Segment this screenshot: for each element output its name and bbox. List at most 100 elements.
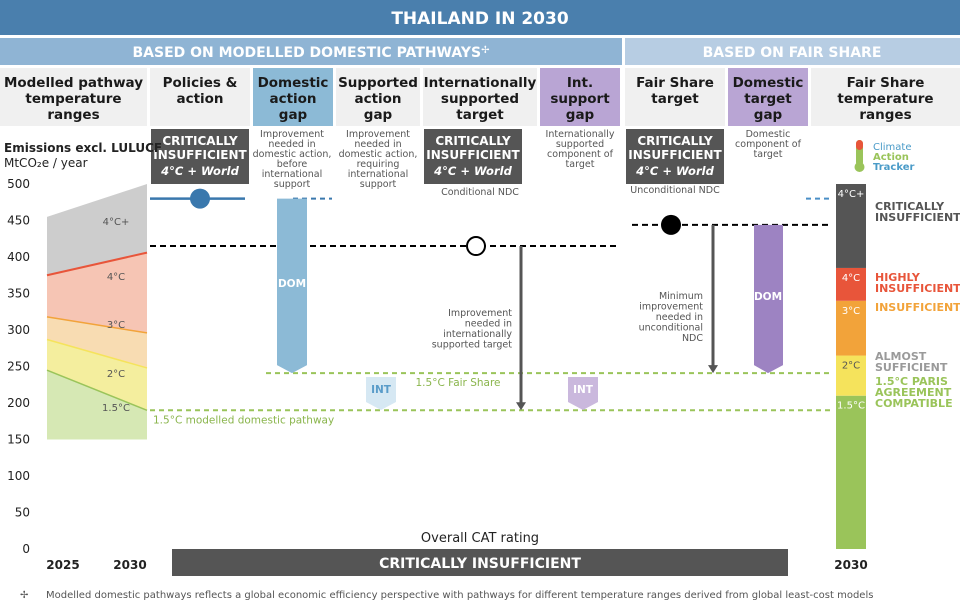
note-min-improvement: Minimum xyxy=(659,291,703,302)
x-tick-2030-fs: 2030 xyxy=(834,558,867,572)
column-header-label: target xyxy=(744,91,792,107)
y-tick-label: 150 xyxy=(7,433,30,447)
climate-action-tracker-logo: Climate Action Tracker xyxy=(854,140,914,173)
column-header-label: Fair Share xyxy=(847,75,925,91)
column-header-int-target xyxy=(423,68,537,126)
rating-box-line1: CRITICALLY xyxy=(162,134,238,148)
y-tick-label: 0 xyxy=(22,542,30,556)
logo-line3: Tracker xyxy=(873,162,914,173)
y-tick-label: 250 xyxy=(7,360,30,374)
y-tick-label: 50 xyxy=(15,506,30,520)
conditional-ndc-marker xyxy=(466,236,486,257)
rating-box-policies xyxy=(151,129,249,184)
legend-label: INSUFFICIENT xyxy=(875,301,960,314)
y-tick-label: 500 xyxy=(7,177,30,191)
note-dom-gap: support xyxy=(274,179,311,190)
note-dom-target-gap: target xyxy=(754,149,783,160)
min-improvement-arrow-head xyxy=(708,365,718,374)
legend-label: AGREEMENT xyxy=(875,386,952,399)
note-dom-gap: before xyxy=(277,159,308,170)
legend-label: HIGHLY xyxy=(875,271,921,284)
y-tick-label: 200 xyxy=(7,396,30,410)
fair-share-band-label: 4°C xyxy=(842,273,860,284)
rating-box-line2: INSUFFICIENT xyxy=(426,148,520,162)
thermometer-bulb xyxy=(854,162,865,172)
int-gap-label: INT xyxy=(371,384,392,396)
legend-label: COMPATIBLE xyxy=(875,397,953,410)
legend-label: ALMOST xyxy=(875,350,927,363)
modelled-band-boundary xyxy=(46,369,148,411)
note-supp-gap: requiring xyxy=(357,159,400,170)
modelled-band-boundary xyxy=(46,251,148,277)
logo-line1: Climate xyxy=(873,142,911,153)
fair-share-band-4°C+ xyxy=(836,184,866,268)
modelled-band-1.5°C xyxy=(47,370,147,440)
fair-share-band-3°C xyxy=(836,300,866,356)
y-tick-label: 100 xyxy=(7,469,30,483)
column-header-dom-target-gap xyxy=(728,68,808,126)
note-supp-gap: needed in xyxy=(354,139,401,150)
rating-box-line1: CRITICALLY xyxy=(435,134,511,148)
title-bar xyxy=(0,0,960,35)
column-header-label: Fair Share xyxy=(636,75,714,91)
overall-rating-value: CRITICALLY INSUFFICIENT xyxy=(379,556,581,572)
thermometer-top xyxy=(856,140,863,150)
column-header-int-support xyxy=(540,68,620,126)
column-header-label: Supported xyxy=(338,75,418,91)
column-header-label: gap xyxy=(754,107,783,123)
int-gap-arrow xyxy=(366,377,396,410)
y-tick-label: 450 xyxy=(7,214,30,228)
int-support-gap-label: INT xyxy=(573,384,594,396)
note-dom-gap: international xyxy=(262,169,322,180)
rating-box-line1: CRITICALLY xyxy=(637,134,713,148)
dom-gap-label: DOM xyxy=(278,278,306,290)
footnote-mark: ✢ xyxy=(20,590,28,601)
fair-share-band-label: 3°C xyxy=(842,306,860,317)
modelled-band-boundary xyxy=(46,316,148,334)
policies-action-marker xyxy=(190,188,210,209)
column-header-label: action xyxy=(354,91,401,107)
note-dom-gap: Improvement xyxy=(260,129,324,140)
note-int-improvement: Improvement xyxy=(448,308,512,319)
column-header-label: Modelled pathway xyxy=(4,75,143,91)
legend-label: SUFFICIENT xyxy=(875,361,948,374)
x-tick-2030: 2030 xyxy=(113,558,146,572)
fair-share-band-4°C xyxy=(836,267,866,301)
note-supp-gap: international xyxy=(348,169,408,180)
y-axis-label: Emissions excl. LULUCF xyxy=(4,141,162,155)
dom-target-gap-label: DOM xyxy=(754,291,782,303)
note-dom-target-gap: component of xyxy=(735,139,802,150)
modelled-pathway-line-label: 1.5°C modelled domestic pathway xyxy=(153,414,334,426)
column-header-fs-ranges xyxy=(811,68,960,126)
note-int-improvement: needed in xyxy=(465,319,512,330)
page-title: THAILAND IN 2030 xyxy=(391,9,569,29)
note-supp-gap: domestic action, xyxy=(339,149,418,160)
note-min-improvement: NDC xyxy=(682,333,703,344)
rating-box-line3: 4°C + World xyxy=(160,164,239,178)
fair-share-band-2°C xyxy=(836,355,866,396)
column-header-label: target xyxy=(651,91,699,107)
dom-target-gap-arrow xyxy=(754,224,783,374)
note-int-improvement: internationally xyxy=(443,329,512,340)
column-header-label: temperature xyxy=(837,91,933,107)
column-header-label: supported xyxy=(441,91,519,107)
int-support-gap-arrow xyxy=(568,377,598,410)
note-int-support: Internationally xyxy=(546,129,615,140)
column-header-label: ranges xyxy=(859,107,911,123)
y-tick-label: 350 xyxy=(7,287,30,301)
modelled-band-label: 2°C xyxy=(107,369,125,380)
x-tick-2025: 2025 xyxy=(46,558,79,572)
note-int-improvement: supported target xyxy=(432,340,513,351)
note-supp-gap: Improvement xyxy=(346,129,410,140)
column-header-fs-target xyxy=(625,68,725,126)
modelled-band-label: 3°C xyxy=(107,320,125,331)
column-header-label: support xyxy=(550,91,610,107)
section-modelled-label: BASED ON MODELLED DOMESTIC PATHWAYS xyxy=(133,45,482,61)
column-header-label: Domestic xyxy=(733,75,804,91)
rating-box-fs-target xyxy=(626,129,724,184)
note-dom-gap: domestic action, xyxy=(253,149,332,160)
fair-share-band-label: 2°C xyxy=(842,361,860,372)
rating-box-int-target xyxy=(424,129,522,184)
note-int-support: component of xyxy=(547,149,614,160)
